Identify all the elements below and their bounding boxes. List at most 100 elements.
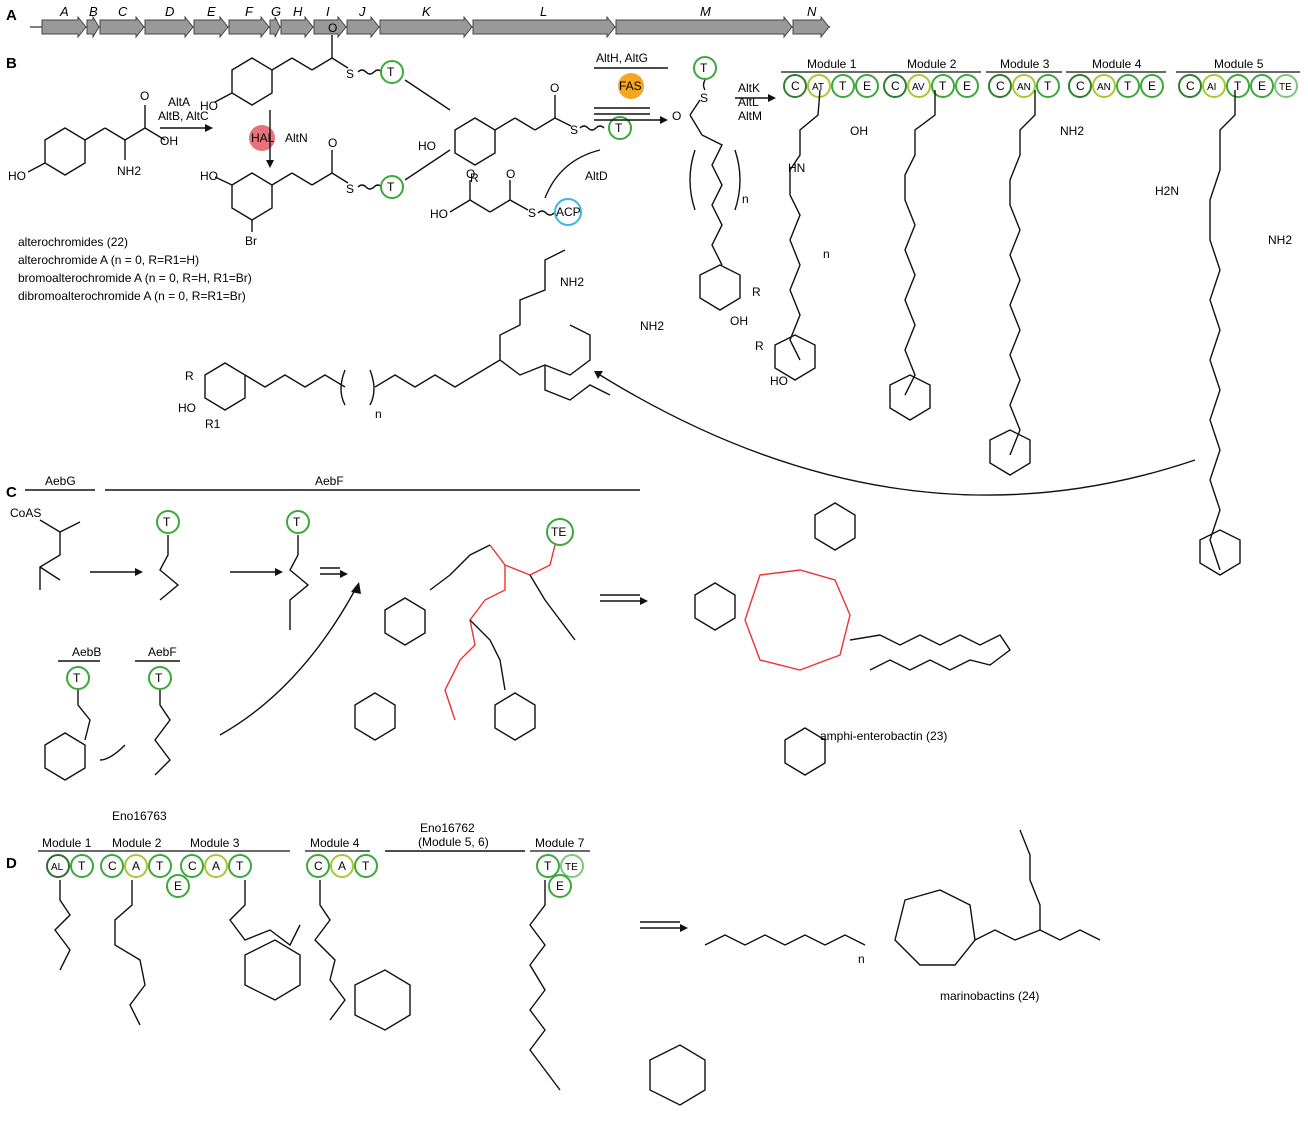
module-d-domain-te	[560, 854, 584, 878]
m1-n: n	[823, 247, 830, 261]
arrow-cyclize	[599, 374, 1196, 496]
module-b-4-domain-an	[1092, 74, 1116, 98]
panel-label-a: A	[6, 7, 17, 24]
module-b-3-domain-an	[1012, 74, 1036, 98]
gene-arrow-k	[379, 15, 473, 39]
module-d-domain-label: E	[556, 879, 564, 893]
module-b-2-domain-label: T	[939, 79, 947, 93]
module-d-title-1: Module 1	[42, 836, 92, 850]
t-domain-3-label: T	[615, 121, 623, 135]
gene-arrow-a	[41, 15, 87, 39]
module-b-1-title: Module 1	[807, 57, 857, 71]
pol-n: n	[742, 192, 749, 206]
module-d-domain-a	[124, 854, 148, 878]
module-d-domain-t	[70, 854, 94, 878]
module-b-4-domain-t	[1116, 74, 1140, 98]
marinobactin-structure	[704, 829, 1101, 966]
panel-d-structures	[54, 880, 706, 1106]
module-d-domain-t	[354, 854, 378, 878]
s3-ho: HO	[418, 139, 436, 153]
m1-oh: OH	[850, 124, 868, 138]
tyr-oh: OH	[160, 134, 178, 148]
mal-o1: O	[466, 167, 475, 181]
enzyme-altb-altc: AltB, AltC	[158, 109, 209, 123]
mal-ho: HO	[430, 207, 448, 221]
acp-domain	[554, 198, 582, 226]
t-domain-4-label: T	[700, 61, 708, 75]
module-d-domain-c	[180, 854, 204, 878]
te-domain-c	[546, 518, 574, 546]
module-b-1-domain-label: C	[791, 79, 800, 93]
polyene-t-structure	[689, 79, 741, 311]
compound-name-22: alterochromides (22)	[18, 235, 128, 249]
module-b-5-domain-label: AI	[1207, 82, 1216, 93]
module-b-5-domain-t	[1226, 74, 1250, 98]
hydroxycinnamoyl-t-structure	[454, 95, 605, 166]
module-d-domain-label: T	[156, 859, 164, 873]
module-b-4-title: Module 4	[1092, 57, 1142, 71]
module-b-2-domain-c	[883, 74, 907, 98]
eno16762-label: Eno16762	[420, 821, 475, 835]
module-d-domain-a	[204, 854, 228, 878]
gene-label-k: K	[422, 4, 432, 19]
macro-nh2-a: NH2	[560, 275, 584, 289]
gene-label-b: B	[89, 4, 98, 19]
coas-label: CoAS	[10, 506, 41, 520]
t-domain-c3	[66, 666, 90, 690]
module-b-3-domain-label: AN	[1017, 82, 1031, 93]
panel-label-b: B	[6, 55, 17, 72]
compound-name-22b: bromoalterochromide A (n = 0, R=H, R1=Br…	[18, 271, 252, 285]
s3-o: O	[550, 81, 559, 95]
module-d-domain-label: A	[132, 859, 140, 873]
s2-br: Br	[245, 234, 257, 248]
panel-label-d: D	[6, 855, 17, 872]
module-d-domain-label: C	[188, 859, 197, 873]
alth-altg-label: AltH, AltG	[596, 51, 648, 65]
t-domain-1-label: T	[387, 65, 395, 79]
gene-label-i: I	[326, 4, 330, 19]
panel-label-c: C	[6, 484, 17, 501]
pol-r: R	[752, 285, 761, 299]
module-b-2-domain-t	[931, 74, 955, 98]
aebb-label: AebB	[72, 645, 101, 659]
t-domain-c2	[286, 510, 310, 534]
altl-label: AltL	[738, 95, 759, 109]
gene-label-l: L	[540, 4, 547, 19]
fas-badge	[618, 73, 644, 99]
module-b-1-domain-c	[783, 74, 807, 98]
module-b-4-domain-e	[1140, 74, 1164, 98]
module-d-domain-label: A	[338, 859, 346, 873]
module-b-5-domain-label: E	[1258, 79, 1266, 93]
altn-label: AltN	[285, 131, 308, 145]
alterochromide-structure	[204, 249, 611, 411]
bromocoumaroyl-t-structure	[214, 150, 383, 232]
fas-label: FAS	[619, 79, 642, 93]
gene-label-a: A	[59, 4, 69, 19]
module-b-5-domain-label: C	[1186, 79, 1195, 93]
module-b-5-domain-ai	[1202, 74, 1226, 98]
gene-label-h: H	[293, 4, 303, 19]
gene-label-n: N	[807, 4, 817, 19]
t-domain-c1	[156, 510, 180, 534]
t-domain-c4-label: T	[155, 671, 163, 685]
aeb-substrates	[39, 519, 348, 630]
module-b-1-domain-label: AT	[812, 82, 824, 93]
module-b-5-domain-label: T	[1234, 79, 1242, 93]
module-d-domain-label: T	[236, 859, 244, 873]
t-domain-2	[380, 175, 404, 199]
module-d-domain-t	[228, 854, 252, 878]
m1-ho: HO	[770, 374, 788, 388]
s2-s: S	[346, 182, 354, 196]
tyr-nh2: NH2	[117, 164, 141, 178]
module-b-2-domain-label: E	[963, 79, 971, 93]
module-b-5-title: Module 5	[1214, 57, 1264, 71]
module-b-3-domain-c	[988, 74, 1012, 98]
t-domain-3	[608, 116, 632, 140]
t-domain-c1-label: T	[163, 515, 171, 529]
module-d-domain-c	[306, 854, 330, 878]
tyr-ho: HO	[8, 169, 26, 183]
mal-o2: O	[506, 167, 515, 181]
module-d-domain-al	[46, 854, 70, 878]
